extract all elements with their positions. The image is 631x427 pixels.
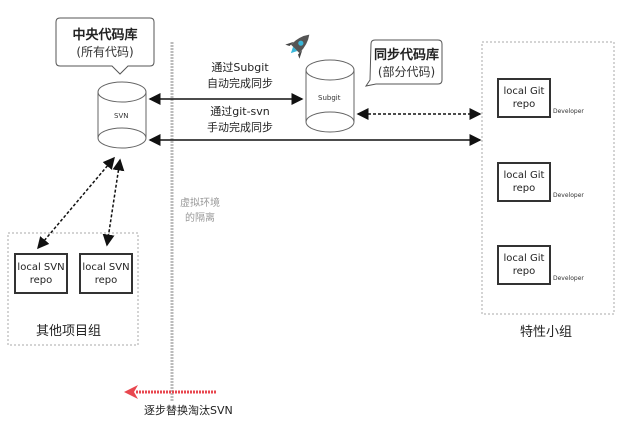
migration-label: 逐步替换淘汰SVN: [144, 404, 233, 417]
svn-db-label: SVN: [114, 112, 129, 120]
developer-label: Developer: [553, 275, 584, 282]
sync-repo-callout: [364, 39, 443, 87]
feature-team-label: 特性小组: [520, 325, 573, 340]
developer-label: Developer: [553, 108, 584, 115]
sync-repo-title: 同步代码库: [373, 48, 439, 63]
git-svn-sync-label: 通过git-svn 手动完成同步: [207, 105, 273, 134]
subgit-database-icon: [305, 59, 355, 133]
subgit-sync-label: 通过Subgit 自动完成同步: [207, 61, 273, 90]
central-repo-callout: [55, 17, 155, 75]
developer-label: Developer: [553, 192, 584, 199]
rocket-icon: [285, 34, 310, 59]
sync-repo-subtitle: (部分代码): [377, 65, 436, 79]
svn-to-local-arrow-1: [37, 156, 115, 250]
svn-database-icon: [97, 81, 147, 149]
central-repo-title: 中央代码库: [72, 28, 138, 43]
virtual-boundary-label: 虚拟环境 的隔离: [180, 198, 220, 224]
central-repo-subtitle: (所有代码): [76, 45, 134, 59]
feature-team-group: [481, 41, 615, 315]
subgit-db-label: Subgit: [318, 94, 341, 102]
migration-arrow: [124, 385, 216, 399]
other-projects-label: 其他项目组: [36, 324, 102, 339]
sync-repo-title-group: 同步代码库 (部分代码): [371, 44, 442, 80]
central-repo-title-group: 中央代码库 (所有代码): [56, 24, 154, 60]
svn-to-local-arrow-2: [102, 158, 125, 247]
